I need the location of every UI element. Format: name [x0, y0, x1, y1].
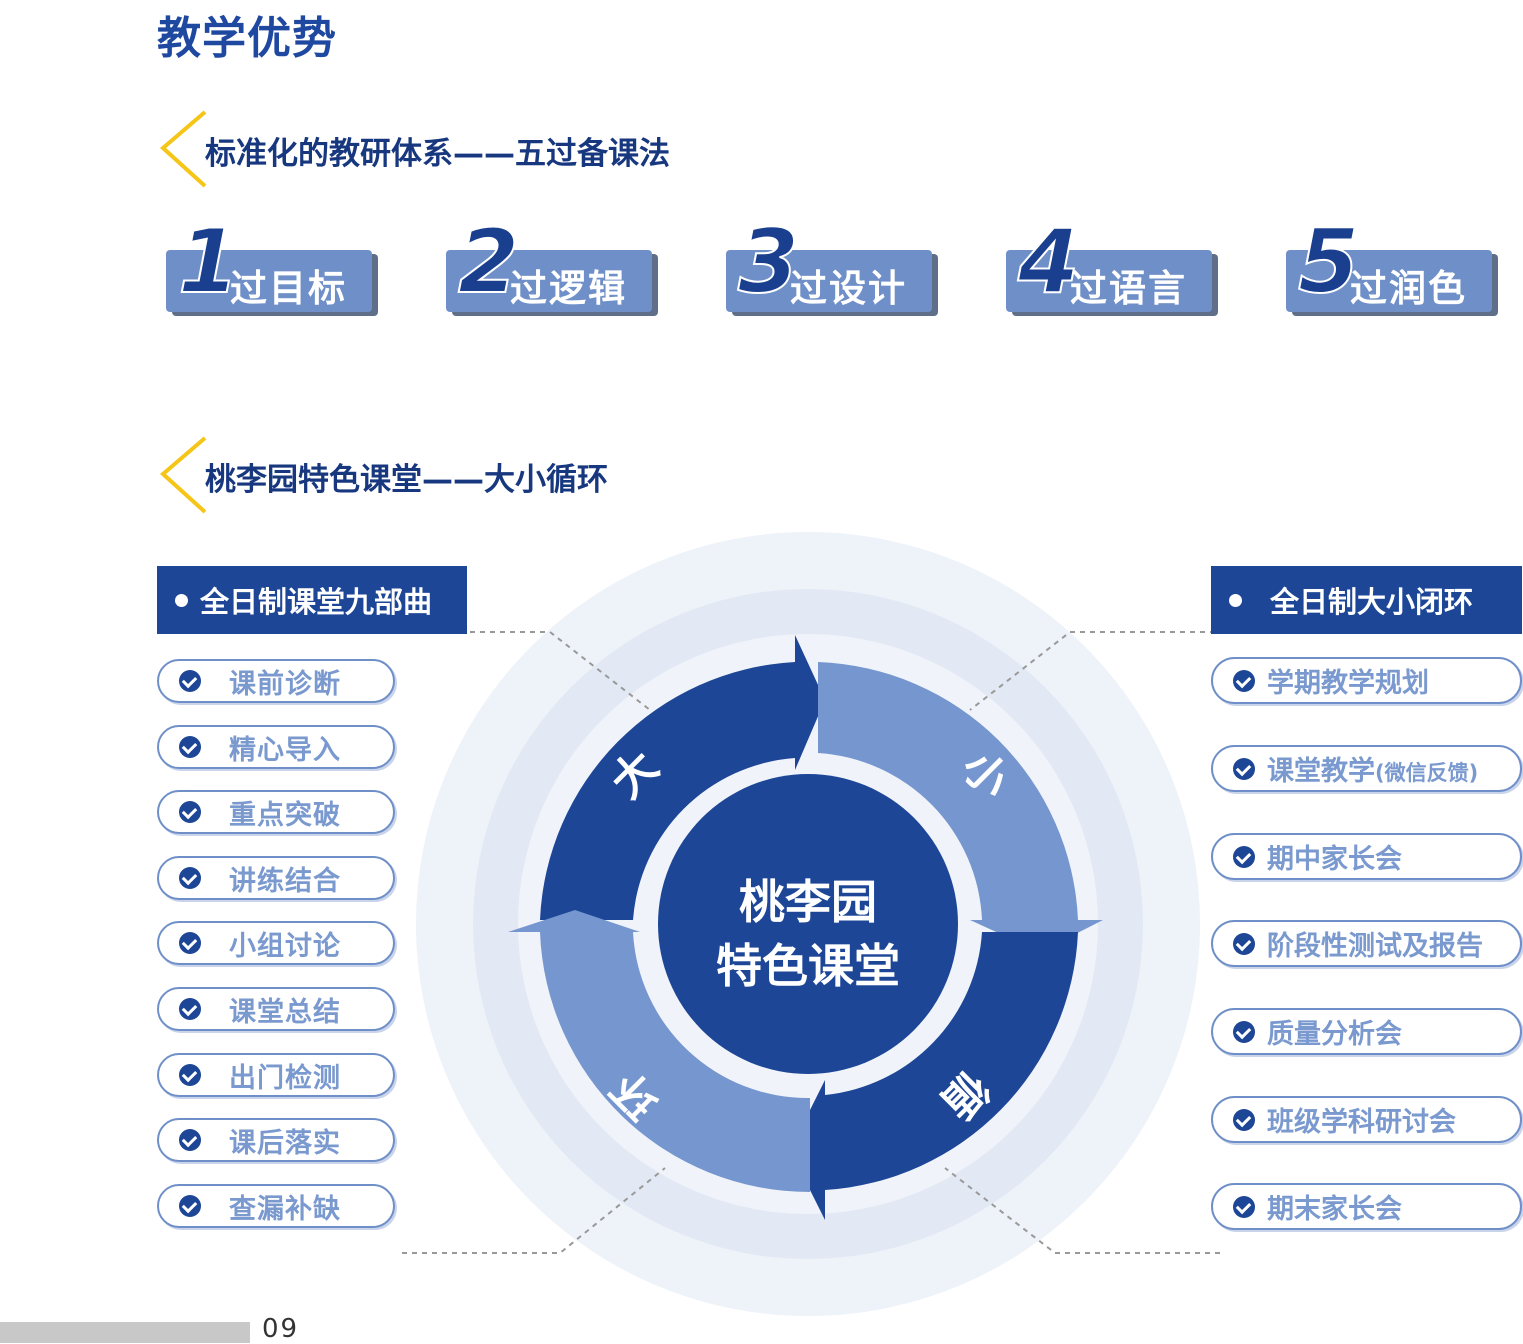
check-icon	[179, 1064, 201, 1086]
step-3: 3 过设计	[722, 217, 952, 318]
list-item: 阶段性测试及报告	[1211, 920, 1522, 967]
check-icon	[179, 998, 201, 1020]
list-item-label: 阶段性测试及报告	[1267, 931, 1483, 962]
step-label: 过逻辑	[510, 267, 627, 310]
left-panel-title: 全日制课堂九部曲	[157, 566, 467, 634]
right-panel-title-text: 全日制大小闭环	[1270, 585, 1474, 619]
cycle-diagram: 桃李园 特色课堂 大 小 循 环	[400, 532, 1220, 1316]
list-item: 学期教学规划	[1211, 657, 1522, 704]
check-icon	[1233, 932, 1255, 955]
step-label: 过润色	[1350, 267, 1467, 310]
diamond-bracket-icon	[159, 436, 207, 514]
connector-line	[969, 631, 1215, 711]
check-icon	[1233, 669, 1255, 692]
list-item-label: 质量分析会	[1267, 1019, 1402, 1050]
step-label: 过目标	[230, 267, 347, 310]
bullet-dot-icon	[1229, 593, 1242, 607]
check-icon	[1233, 845, 1255, 868]
right-panel-title: 全日制大小闭环	[1211, 566, 1522, 634]
list-item-label: 课后落实	[229, 1127, 341, 1159]
section-title: 标准化的教研体系——五过备课法	[205, 136, 670, 172]
page-title: 教学优势	[157, 13, 337, 64]
list-item: 重点突破	[157, 790, 395, 834]
check-icon	[179, 1129, 201, 1151]
list-item: 课后落实	[157, 1118, 395, 1162]
list-item: 期中家长会	[1211, 833, 1522, 880]
step-number: 3	[737, 210, 800, 313]
arrow-segment	[540, 635, 825, 920]
list-item-label: 课堂总结	[229, 996, 341, 1028]
left-panel-title-text: 全日制课堂九部曲	[200, 585, 433, 619]
list-item-label: 学期教学规划	[1267, 668, 1429, 699]
page-footer-bar	[0, 1322, 250, 1343]
center-title-line1: 桃李园	[739, 875, 877, 929]
connector-line	[944, 1167, 1220, 1254]
list-item-label: 出门检测	[229, 1062, 341, 1094]
list-item-label: 期末家长会	[1267, 1194, 1402, 1225]
check-icon	[179, 867, 201, 889]
step-plate	[726, 250, 932, 312]
check-icon	[179, 736, 201, 758]
step-label: 过设计	[790, 267, 907, 310]
list-item: 出门检测	[157, 1053, 395, 1097]
list-item: 质量分析会	[1211, 1008, 1522, 1055]
step-5: 5 过润色	[1282, 217, 1512, 318]
check-icon	[1233, 1195, 1255, 1218]
check-icon	[179, 932, 201, 954]
step-1: 1 过目标	[162, 217, 392, 318]
section-title: 桃李园特色课堂——大小循环	[205, 462, 608, 498]
list-item: 查漏补缺	[157, 1184, 395, 1228]
list-item-label: 查漏补缺	[229, 1193, 341, 1225]
list-item-label: 课前诊断	[229, 668, 341, 700]
list-item: 课堂教学(微信反馈)	[1211, 745, 1522, 792]
list-item: 课前诊断	[157, 659, 395, 703]
arrow-segment	[508, 910, 810, 1192]
list-item: 精心导入	[157, 725, 395, 769]
list-item: 期末家长会	[1211, 1183, 1522, 1230]
check-icon	[179, 670, 201, 692]
check-icon	[179, 1195, 201, 1217]
list-item-label: 班级学科研讨会	[1267, 1107, 1456, 1138]
step-plate	[166, 250, 372, 312]
diamond-bracket-icon	[159, 110, 207, 188]
connector-line	[400, 631, 651, 711]
list-item: 课堂总结	[157, 987, 395, 1031]
step-number: 2	[457, 210, 520, 313]
step-plate	[1286, 250, 1492, 312]
list-item: 班级学科研讨会	[1211, 1096, 1522, 1143]
arrow-segment	[818, 662, 1103, 952]
list-item-note: (微信反馈)	[1375, 761, 1479, 785]
list-item-label: 期中家长会	[1267, 844, 1402, 875]
step-number: 5	[1297, 210, 1360, 313]
step-number: 4	[1017, 210, 1080, 313]
step-plate	[1006, 250, 1212, 312]
check-icon	[1233, 757, 1255, 780]
list-item-label: 讲练结合	[229, 865, 341, 897]
arrow-segment	[790, 932, 1078, 1220]
center-title-line2: 特色课堂	[716, 939, 900, 993]
check-icon	[1233, 1020, 1255, 1043]
list-item-label: 精心导入	[229, 734, 341, 766]
step-number: 1	[177, 210, 240, 313]
list-item-label: 小组讨论	[229, 930, 341, 962]
check-icon	[179, 801, 201, 823]
page-number: 09	[262, 1314, 300, 1344]
center-circle	[658, 774, 958, 1074]
list-item: 小组讨论	[157, 921, 395, 965]
list-item-label: 课堂教学	[1267, 756, 1375, 787]
step-4: 4 过语言	[1002, 217, 1232, 318]
list-item: 讲练结合	[157, 856, 395, 900]
list-item-label: 重点突破	[229, 799, 341, 831]
check-icon	[1233, 1108, 1255, 1131]
bullet-dot-icon	[175, 593, 188, 607]
step-2: 2 过逻辑	[442, 217, 672, 318]
step-plate	[446, 250, 652, 312]
step-label: 过语言	[1070, 267, 1187, 310]
